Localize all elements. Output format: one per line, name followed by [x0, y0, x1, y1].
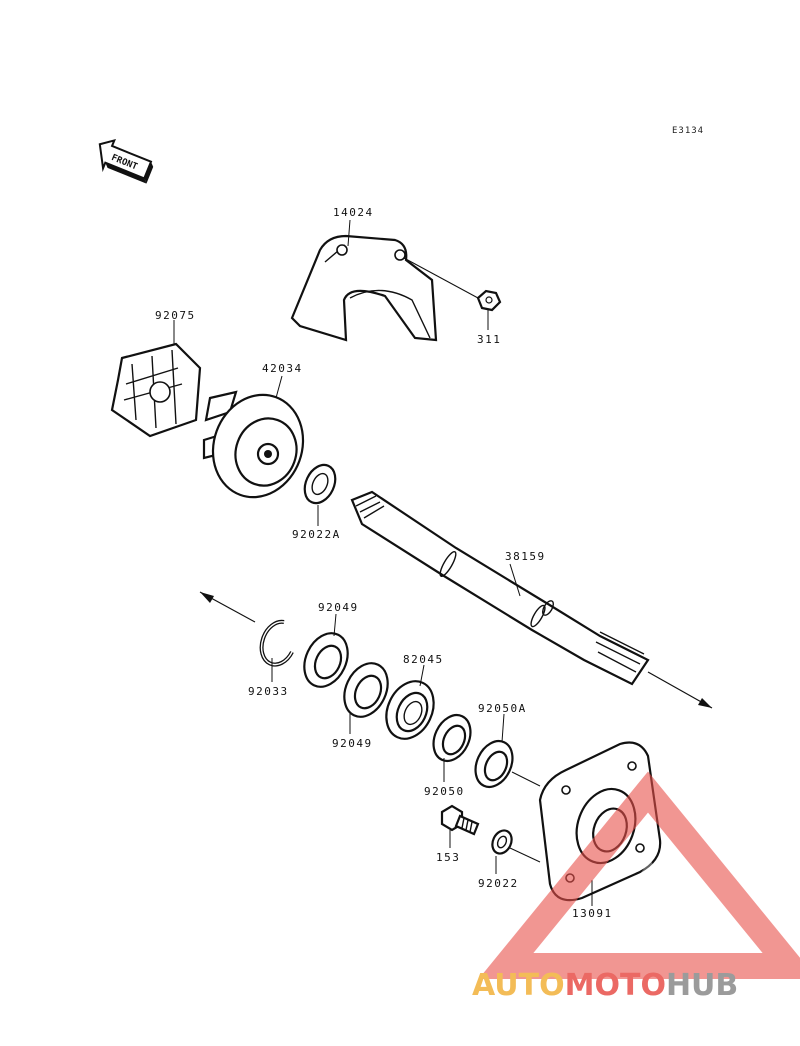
ref-code: E3134 — [672, 126, 704, 136]
label-38159: 38159 — [505, 550, 546, 563]
seal-92049-upper — [303, 632, 349, 688]
label-153: 153 — [436, 851, 460, 864]
label-14024: 14024 — [333, 206, 374, 219]
label-92049-lower: 92049 — [332, 737, 373, 750]
label-92033: 92033 — [248, 685, 289, 698]
washer-92022 — [491, 829, 513, 855]
drive-shaft-38159 — [199, 490, 713, 709]
nut-311 — [476, 289, 502, 312]
label-92022: 92022 — [478, 877, 519, 890]
label-311: 311 — [477, 333, 501, 346]
label-42034: 42034 — [262, 362, 303, 375]
seal-92050 — [432, 713, 472, 763]
coupling-42034 — [202, 390, 305, 499]
label-92075: 92075 — [155, 309, 196, 322]
label-13091: 13091 — [572, 907, 613, 920]
watermark-text: AUTOMOTOHUB — [472, 968, 738, 1003]
circlip-92033 — [259, 619, 294, 667]
label-92050A: 92050A — [478, 702, 527, 715]
washer-92022A — [303, 463, 337, 505]
seal-92050A — [474, 739, 514, 789]
front-arrow-icon: FRONT — [98, 138, 154, 184]
cover-14024 — [290, 234, 438, 342]
label-82045: 82045 — [403, 653, 444, 666]
damper-92075 — [110, 342, 202, 438]
label-92022A: 92022A — [292, 528, 341, 541]
bearing-82045 — [385, 680, 435, 740]
watermark-logo: AUTOMOTOHUB — [472, 771, 800, 1003]
seal-92049-lower — [343, 662, 389, 718]
label-92050: 92050 — [424, 785, 465, 798]
bolt-153 — [440, 804, 480, 836]
label-92049-upper: 92049 — [318, 601, 359, 614]
